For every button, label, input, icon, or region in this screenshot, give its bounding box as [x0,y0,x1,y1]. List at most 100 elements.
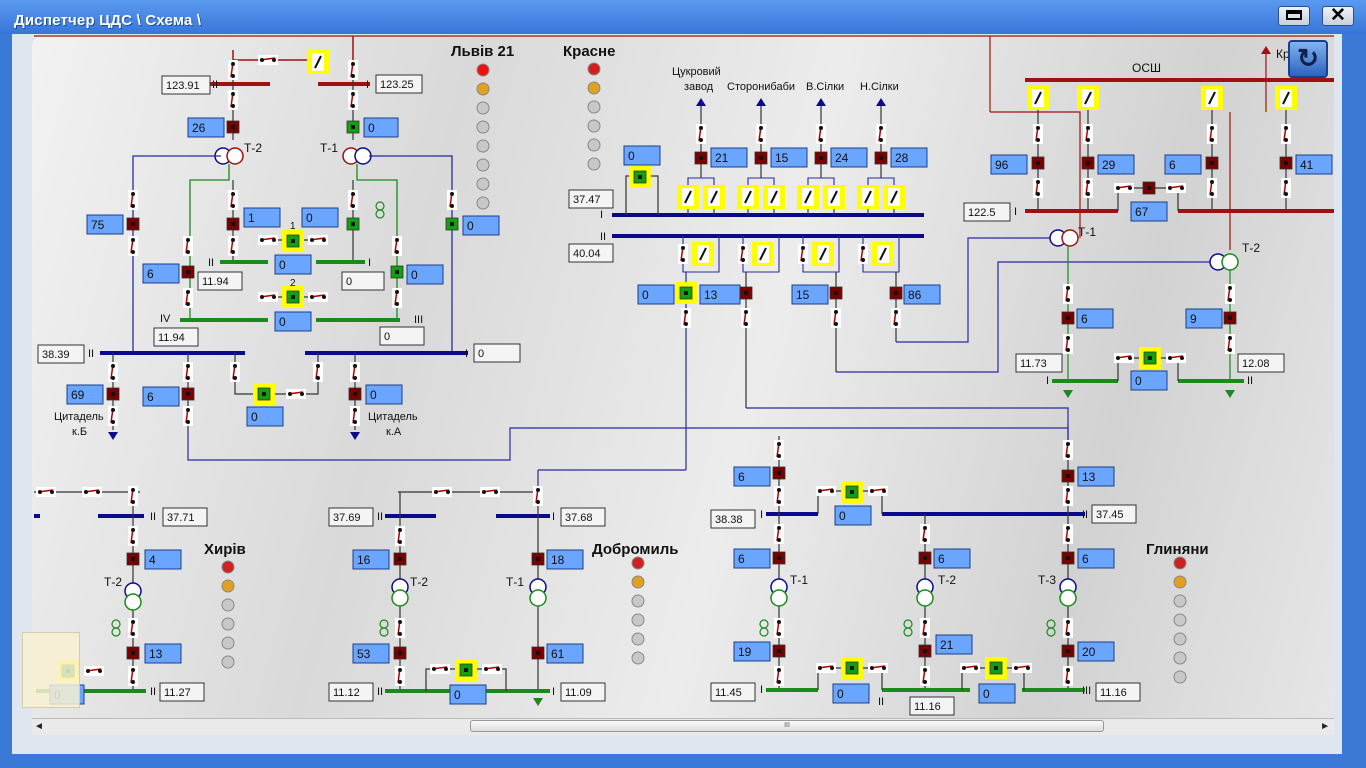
disconnector-pivot [310,238,314,242]
breaker-dot [450,222,454,226]
disconnector-pivot [131,668,135,672]
status-lamp [1173,613,1187,627]
disconnector-pivot [351,204,355,208]
disconnector [533,486,543,506]
breaker-dot [131,222,135,226]
current-value: 13 [704,288,718,302]
status-lamp [631,594,645,608]
disconnector-pivot [777,538,781,542]
current-value-box [830,147,868,168]
maximize-button[interactable] [1278,6,1310,26]
label: Цукровий [672,66,721,78]
transformer-winding [916,589,934,607]
label: Т-1 [790,573,808,587]
status-lamp [221,560,235,574]
current-transformer [903,619,913,629]
breaker-dot [111,392,115,396]
disconnector-pivot [353,408,357,412]
disconnector [774,524,784,544]
disconnector [756,124,766,144]
disconnector [741,308,751,328]
disconnector-pivot [111,408,115,412]
disconnector [128,486,138,506]
disconnector-pivot [801,246,805,250]
voltage-value-box [162,507,208,527]
wire [189,164,230,320]
voltage-value: 0 [346,276,352,288]
breaker-dot [536,557,540,561]
scroll-left-arrow-icon[interactable]: ◄ [34,721,44,732]
current-value: 6 [147,267,154,281]
current-value: 0 [279,315,286,329]
status-lamp [476,196,490,210]
disconnector [920,524,930,544]
voltage-value: 11.12 [333,687,360,699]
breaker-dot [1036,161,1040,165]
breaker-dot [1066,649,1070,653]
disconnector-pivot [870,489,874,493]
wire [369,155,453,352]
disconnector-pivot [231,250,235,254]
disconnector-pivot [1284,126,1288,130]
current-value-box [1295,154,1333,175]
current-transformer [1046,619,1056,629]
disconnector-pivot [830,489,834,493]
refresh-button[interactable]: ↻ [1288,40,1328,78]
disconnector [183,406,193,426]
label: Т-2 [410,575,428,589]
feeder-arrow-icon [696,98,706,106]
current-value-box [274,254,312,275]
current-value: 0 [1135,374,1142,388]
voltage-value: 11.73 [1020,358,1047,370]
disconnector-pivot [395,238,399,242]
current-value-box [733,466,771,487]
disconnector-pivot [681,258,685,262]
breaker-dot [834,291,838,295]
current-value: 96 [995,158,1009,172]
disconnector-pivot [818,489,822,493]
disconnector-pivot [272,58,276,62]
disconnector-pivot [1284,138,1288,142]
disconnector [774,440,784,460]
scroll-thumb[interactable]: III [470,720,1104,732]
horizontal-scrollbar[interactable]: ◄ III ► [32,718,1334,735]
title-bar: Диспетчер ЦДС \ Схема \ ✕ [0,0,1366,34]
disconnector [876,124,886,144]
disconnector-pivot [536,500,540,504]
voltage-value-box [379,326,425,346]
disconnector-pivot [1066,500,1070,504]
label: к.Б [72,426,87,438]
disconnector-pivot [536,488,540,492]
voltage-value: 122.5 [968,207,996,219]
mini-panel[interactable] [22,632,80,708]
breaker-dot [684,291,688,295]
disconnector-pivot [186,420,190,424]
close-icon: ✕ [1330,5,1346,26]
current-value-box [1130,370,1168,391]
voltage-value-box [560,682,606,702]
disconnector [348,190,358,210]
disconnector-pivot [1284,192,1288,196]
disconnector [868,663,888,673]
current-value: 0 [983,687,990,701]
disconnector-pivot [316,364,320,368]
current-value: 1 [248,211,255,225]
scroll-right-arrow-icon[interactable]: ► [1320,721,1330,732]
close-button[interactable]: ✕ [1322,5,1354,26]
current-value-box [623,145,661,166]
disconnector-pivot [131,192,135,196]
status-lamp [221,655,235,669]
disconnector [392,288,402,308]
disconnector [308,292,328,302]
disconnector-pivot [1210,180,1214,184]
current-value-box [546,549,584,570]
current-value: 61 [551,647,565,661]
current-value: 86 [908,288,922,302]
feeder-arrow-icon [876,98,886,106]
breaker-dot [777,556,781,560]
voltage-value-box [710,509,756,529]
current-value: 21 [715,151,729,165]
disconnector-pivot [398,668,402,672]
breaker-dot [850,490,854,494]
disconnector-pivot [699,126,703,130]
